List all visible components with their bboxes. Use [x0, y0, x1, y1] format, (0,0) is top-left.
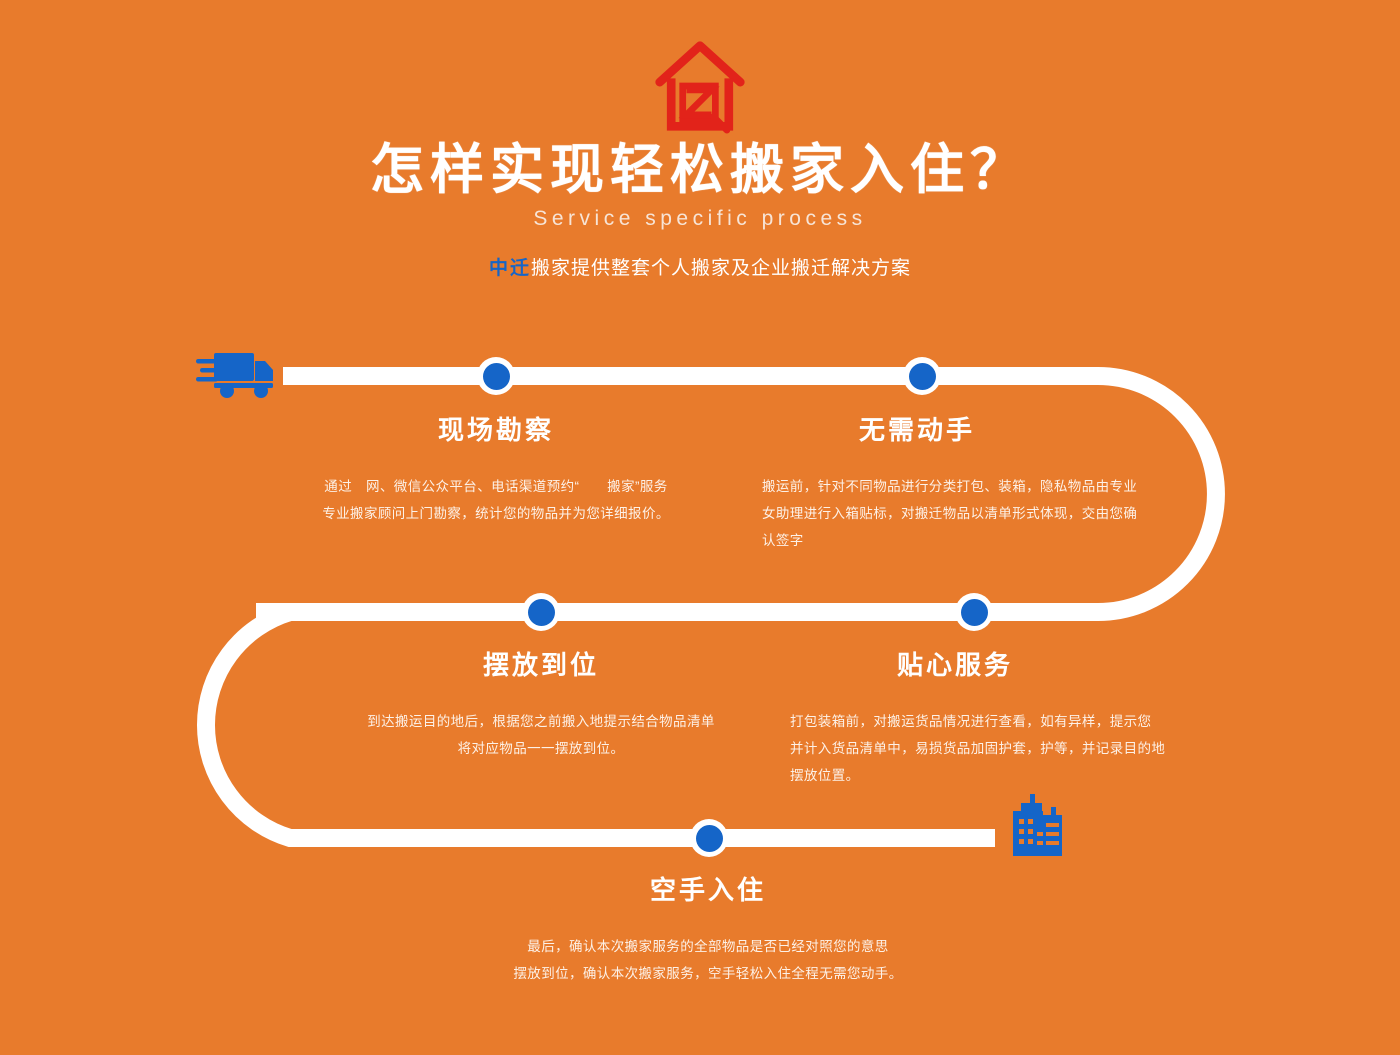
tagline: 中迁搬家提供整套个人搬家及企业搬迁解决方案 [0, 253, 1400, 280]
step-node-5[interactable] [690, 819, 728, 857]
step-node-1[interactable] [477, 357, 515, 395]
step-4: 贴心服务 打包装箱前，对搬运货品情况进行查看，如有异样，提示您 并计入货品清单中… [790, 645, 1190, 789]
step-5: 空手入住 最后，确认本次搬家服务的全部物品是否已经对照您的意思 摆放到位，确认本… [512, 870, 904, 987]
step-node-2[interactable] [903, 357, 941, 395]
step-2: 无需动手 搬运前，针对不同物品进行分类打包、装箱，隐私物品由专业 女助理进行入箱… [762, 410, 1182, 554]
tagline-text: 搬家提供整套个人搬家及企业搬迁解决方案 [531, 257, 912, 279]
city-buildings-icon [1013, 794, 1062, 856]
page-title: 怎样实现轻松搬家入住？ [370, 140, 1030, 200]
delivery-truck-icon [196, 353, 273, 398]
step-1-body: 通过 网、微信公众平台、电话渠道预约“ 搬家”服务 专业搬家顾问上门勘察，统计您… [322, 479, 670, 521]
step-3-body: 到达搬运目的地后，根据您之前搬入地提示结合物品清单 将对应物品一一摆放到位。 [367, 714, 715, 756]
step-node-4[interactable] [955, 593, 993, 631]
step-1-title: 现场勘察 [437, 415, 554, 445]
step-4-title: 贴心服务 [896, 650, 1013, 680]
step-5-body: 最后，确认本次搬家服务的全部物品是否已经对照您的意思 摆放到位，确认本次搬家服务… [513, 939, 903, 981]
page-subtitle: Service specific process [533, 206, 867, 230]
step-5-title: 空手入住 [649, 875, 766, 905]
tagline-brand: 中迁 [488, 257, 531, 279]
logo-container [0, 36, 1400, 136]
step-4-body: 打包装箱前，对搬运货品情况进行查看，如有异样，提示您 并计入货品清单中，易损货品… [790, 714, 1166, 783]
step-1: 现场勘察 通过 网、微信公众平台、电话渠道预约“ 搬家”服务 专业搬家顾问上门勘… [300, 410, 692, 527]
step-3: 摆放到位 到达搬运目的地后，根据您之前搬入地提示结合物品清单 将对应物品一一摆放… [345, 645, 737, 762]
step-3-title: 摆放到位 [482, 650, 599, 680]
house-z-logo-icon [655, 41, 745, 134]
page-header: 怎样实现轻松搬家入住？ Service specific process 中迁搬… [0, 0, 1400, 280]
step-2-title: 无需动手 [858, 415, 975, 445]
step-node-3[interactable] [522, 593, 560, 631]
step-2-body: 搬运前，针对不同物品进行分类打包、装箱，隐私物品由专业 女助理进行入箱贴标，对搬… [762, 479, 1138, 548]
